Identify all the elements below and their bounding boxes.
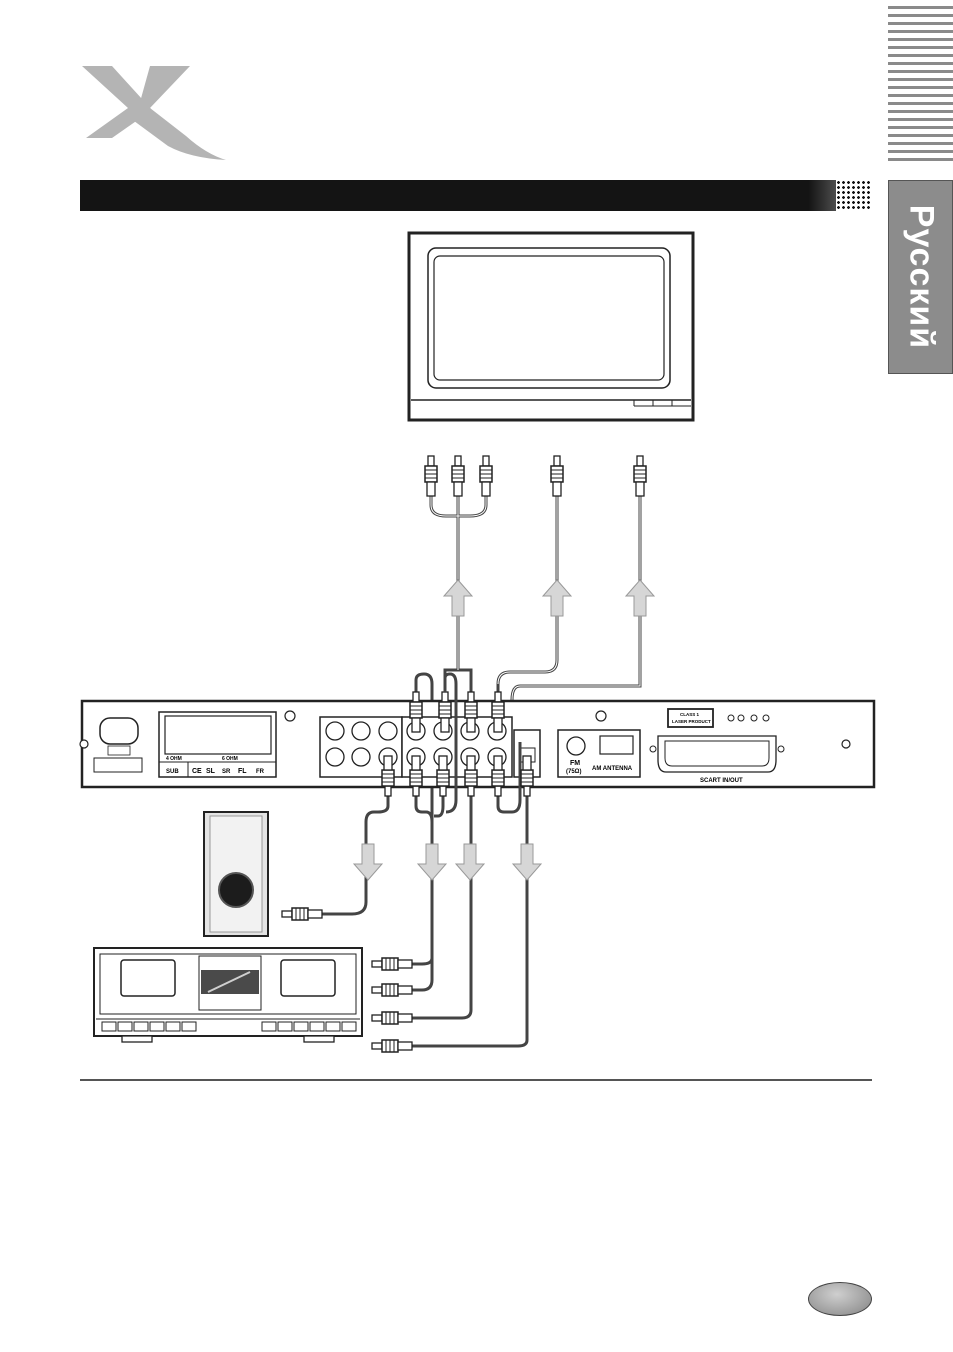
- subwoofer: [204, 812, 268, 936]
- footer-rule: [80, 1079, 872, 1081]
- rca-plug-icon: [282, 908, 322, 920]
- tv-screen: [409, 233, 693, 420]
- label-4ohm: 4 OHM: [166, 756, 182, 762]
- page-number-badge: [808, 1282, 872, 1316]
- label-6ohm: 6 OHM: [222, 756, 238, 762]
- label-fl: FL: [238, 768, 247, 775]
- label-sl: SL: [206, 768, 216, 775]
- arrow-down-icon: [354, 844, 541, 880]
- label-sr: SR: [222, 769, 231, 775]
- label-class1: CLASS 1: [680, 712, 700, 717]
- label-sub: SUB: [166, 769, 179, 775]
- label-am-antenna: AM ANTENNA: [592, 766, 633, 772]
- label-ce: CE: [192, 768, 202, 775]
- label-fr: FR: [256, 769, 265, 775]
- amplifier: [94, 948, 362, 1042]
- arrow-up-icon: [444, 580, 654, 616]
- label-fm: FM: [570, 760, 580, 767]
- rca-plug-icon: [425, 456, 646, 496]
- rca-plug-icon: [372, 958, 412, 1052]
- label-fm-ohm: (75Ω): [566, 769, 581, 775]
- label-scart: SCART IN/OUT: [700, 778, 743, 784]
- label-laser-product: LASER PRODUCT: [672, 719, 711, 724]
